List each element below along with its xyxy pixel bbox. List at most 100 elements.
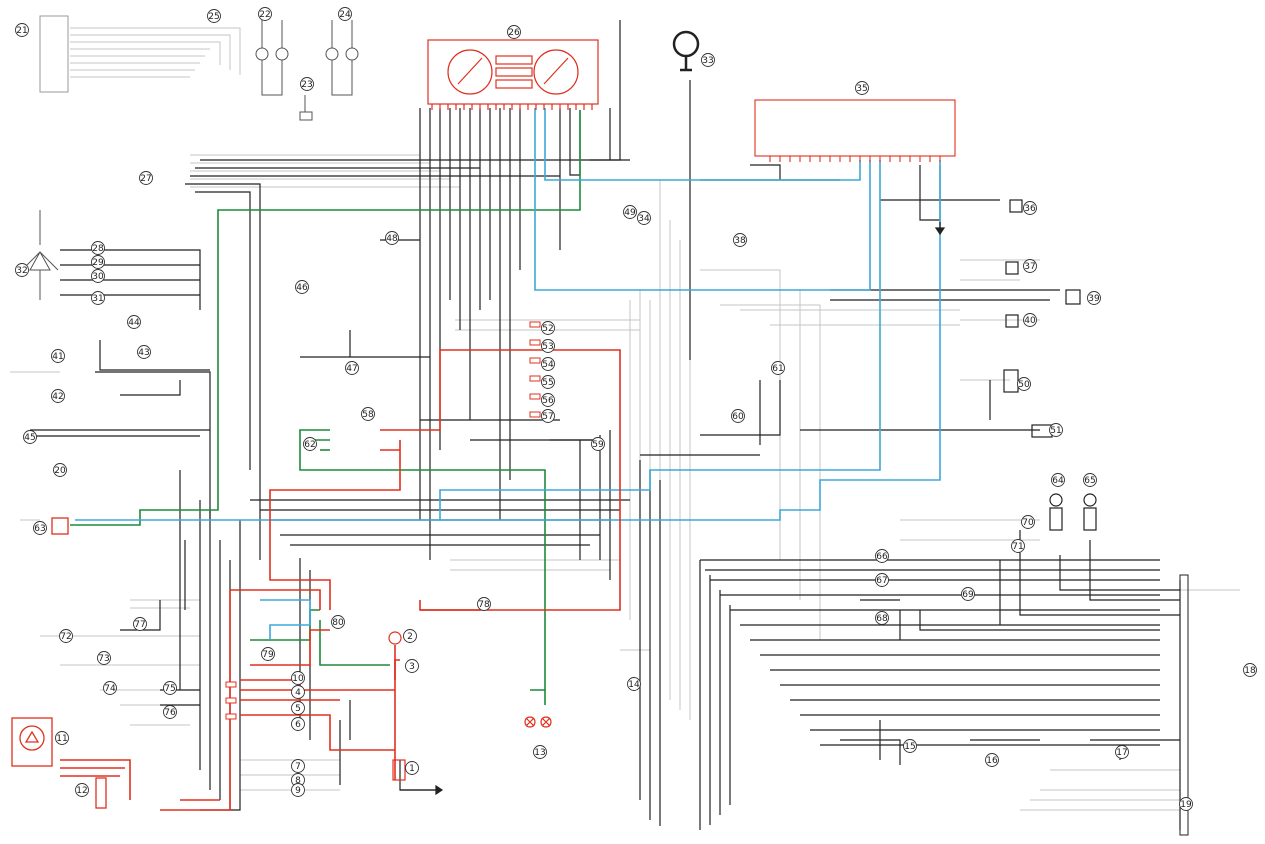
callout-number: 21: [16, 26, 27, 36]
callout-47: 47: [345, 361, 359, 375]
callout-number: 35: [856, 84, 867, 94]
connector-box-21: [39, 15, 69, 93]
callout-circle: [385, 231, 399, 245]
callout-circle: [163, 681, 177, 695]
callout-circle: [91, 269, 105, 283]
callout-circle: [961, 587, 975, 601]
callout-25: 25: [207, 9, 221, 23]
callout-number: 49: [624, 208, 636, 218]
callout-19: 19: [1179, 797, 1193, 811]
callout-circle: [1049, 423, 1063, 437]
callout-circle: [103, 681, 117, 695]
callout-64: 64: [1051, 473, 1065, 487]
callout-number: 75: [164, 684, 175, 694]
callout-circle: [207, 9, 221, 23]
callout-27: 27: [139, 171, 153, 185]
callout-number: 71: [1012, 542, 1023, 552]
callout-number: 57: [542, 412, 553, 422]
callout-72: 72: [59, 629, 73, 643]
starter-relay: [388, 631, 406, 781]
callout-14: 14: [627, 677, 641, 691]
arrow-out: [400, 222, 946, 796]
callout-circle: [875, 549, 889, 563]
callout-number: 55: [542, 378, 553, 388]
callout-26: 26: [507, 25, 521, 39]
callout-32: 32: [15, 263, 29, 277]
callout-circle: [127, 315, 141, 329]
callout-36: 36: [1023, 201, 1037, 215]
callout-number: 64: [1052, 476, 1064, 486]
callout-circle: [731, 409, 745, 423]
connector-strip-right: [1179, 574, 1189, 836]
callout-circle: [1243, 663, 1257, 677]
blue-wires: [75, 108, 941, 640]
callout-circle: [701, 53, 715, 67]
callout-circle: [1051, 473, 1065, 487]
callout-15: 15: [903, 739, 917, 753]
callout-24: 24: [338, 7, 352, 21]
indicator-bulbs: [524, 716, 552, 728]
callout-number: 40: [1024, 316, 1036, 326]
callout-circle: [91, 291, 105, 305]
callout-number: 53: [542, 342, 553, 352]
callout-number: 72: [60, 632, 71, 642]
callout-number: 12: [76, 786, 87, 796]
callout-30: 30: [91, 269, 105, 283]
fuse-row: [225, 321, 541, 720]
callout-circle: [15, 263, 29, 277]
callout-number: 37: [1024, 262, 1035, 272]
callout-circle: [875, 573, 889, 587]
grey-wires: [10, 27, 1240, 811]
callout-number: 30: [92, 272, 104, 282]
callout-number: 39: [1088, 294, 1100, 304]
callout-number: 13: [534, 748, 545, 758]
callout-70: 70: [1021, 515, 1035, 529]
red-wires: [60, 349, 621, 811]
callout-71: 71: [1011, 539, 1025, 553]
callout-56: 56: [541, 393, 555, 407]
callout-number: 58: [362, 410, 374, 420]
callout-circle: [1023, 259, 1037, 273]
callout-16: 16: [985, 753, 999, 767]
callout-number: 62: [304, 440, 315, 450]
callout-number: 36: [1024, 204, 1036, 214]
callout-circle: [637, 211, 651, 225]
callout-4: 4: [291, 685, 305, 699]
callout-circle: [75, 783, 89, 797]
callout-number: 22: [259, 10, 270, 20]
callout-22: 22: [258, 7, 272, 21]
callout-number: 6: [295, 720, 301, 730]
callout-circle: [345, 361, 359, 375]
callout-number: 48: [386, 234, 398, 244]
callout-number: 43: [138, 348, 149, 358]
callout-number: 65: [1084, 476, 1095, 486]
callout-number: 26: [508, 28, 520, 38]
callout-number: 51: [1050, 426, 1061, 436]
callout-69: 69: [961, 587, 975, 601]
callout-28: 28: [91, 241, 105, 255]
callout-21: 21: [15, 23, 29, 37]
callout-2: 2: [403, 629, 417, 643]
relay-block-left: [51, 517, 107, 809]
callout-circle: [55, 731, 69, 745]
callout-number: 15: [904, 742, 915, 752]
callout-number: 16: [986, 756, 998, 766]
callout-circle: [331, 615, 345, 629]
callout-circle: [261, 647, 275, 661]
callout-number: 23: [301, 80, 312, 90]
callout-number: 46: [296, 283, 308, 293]
callout-circle: [1087, 291, 1101, 305]
callout-circle: [1083, 473, 1097, 487]
callout-number: 68: [876, 614, 888, 624]
callout-9: 9: [291, 783, 305, 797]
callout-circle: [291, 783, 305, 797]
callout-number: 52: [542, 324, 553, 334]
black-wires: [30, 20, 1181, 830]
callout-34: 34: [637, 211, 651, 225]
callout-number: 33: [702, 56, 713, 66]
callout-10: 10: [291, 671, 305, 685]
callout-number: 8: [295, 776, 301, 786]
green-wires: [70, 110, 581, 705]
